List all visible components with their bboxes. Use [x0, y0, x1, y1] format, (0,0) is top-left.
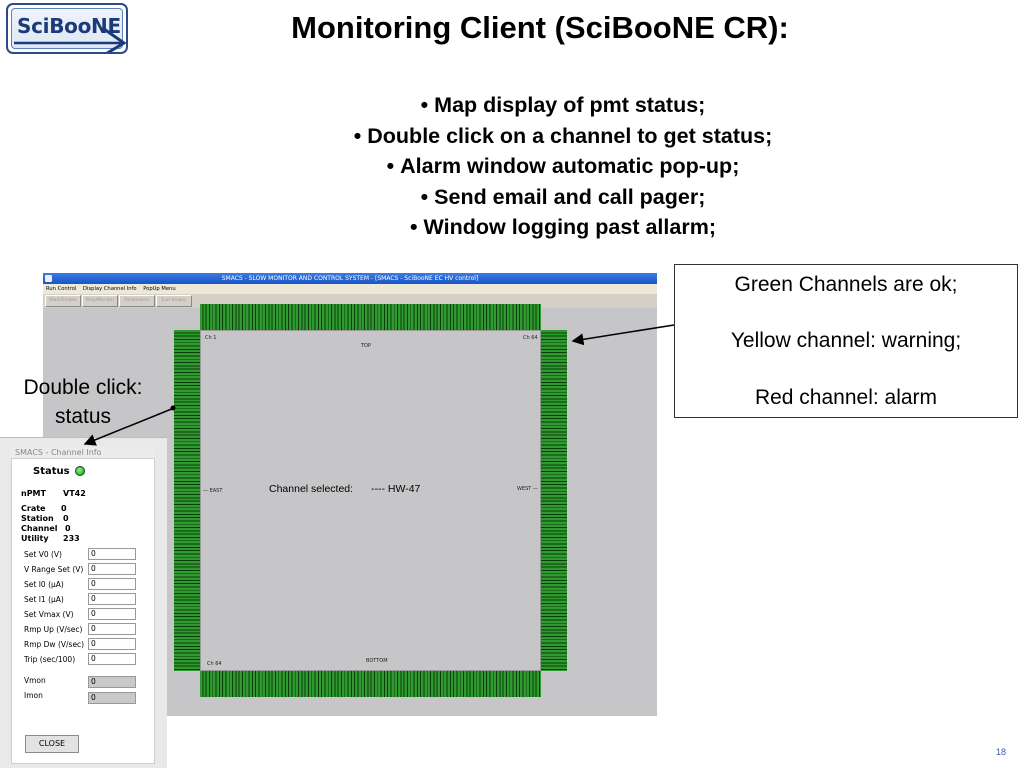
- logo-text: SciBooNE: [17, 14, 121, 38]
- pmt-strip-top[interactable]: [200, 304, 541, 330]
- pmt-strip-west[interactable]: [541, 330, 567, 671]
- bullet-item: Window logging past allarm;: [263, 212, 863, 243]
- smacs-main-window: SMACS - SLOW MONITOR AND CONTROL SYSTEM …: [43, 273, 657, 716]
- channel-selected-value: ---- HW-47: [371, 483, 421, 495]
- bullet-item: Alarm window automatic pop-up;: [263, 151, 863, 182]
- imon-readout: 0: [88, 692, 136, 704]
- npmt-value: VT42: [63, 489, 86, 498]
- bullet-list: Map display of pmt status; Double click …: [263, 90, 863, 243]
- status-label: Status: [33, 466, 70, 477]
- channel-info-titlebar[interactable]: SMACS - Channel Info: [11, 447, 155, 458]
- trip-input[interactable]: 0: [88, 653, 136, 665]
- double-click-callout: Double click: status: [5, 373, 161, 431]
- station-value: 0: [63, 514, 69, 523]
- stop-monitor-button[interactable]: Stop/Monitor: [82, 295, 118, 307]
- utility-label: Utility: [21, 534, 49, 543]
- label-top: TOP: [361, 343, 372, 349]
- parameters-button[interactable]: Parameters: [119, 295, 155, 307]
- label-west: WEST —: [517, 486, 538, 492]
- legend-red: Red channel: alarm: [754, 386, 938, 409]
- menu-display-channel-info[interactable]: Display Channel Info: [83, 286, 137, 292]
- legend-green: Green Channels are ok;: [734, 273, 958, 296]
- app-icon: [45, 275, 52, 282]
- set-v0-input[interactable]: 0: [88, 548, 136, 560]
- channel-selected-label: Channel selected:: [269, 483, 354, 495]
- label-ch64-bottom: Ch 64: [207, 661, 222, 667]
- field-label-rmp-dw: Rmp Dw (V/sec): [24, 640, 85, 649]
- label-ch64-top: Ch 64: [523, 335, 538, 341]
- bullet-item: Double click on a channel to get status;: [263, 121, 863, 152]
- crate-label: Crate: [21, 504, 46, 513]
- set-vmax-input[interactable]: 0: [88, 608, 136, 620]
- status-led-icon: [75, 466, 85, 476]
- field-label-rmp-up: Rmp Up (V/sec): [24, 625, 83, 634]
- double-click-line2: status: [54, 405, 112, 428]
- npmt-label: nPMT: [21, 489, 46, 498]
- field-label-set-i1: Set I1 (µA): [24, 595, 64, 604]
- bullet-item: Map display of pmt status;: [263, 90, 863, 121]
- label-east: — EAST: [203, 488, 223, 494]
- utility-value: 233: [63, 534, 80, 543]
- channel-label: Channel: [21, 524, 58, 533]
- smacs-window-title: SMACS - SLOW MONITOR AND CONTROL SYSTEM …: [221, 275, 479, 282]
- set-i0-input[interactable]: 0: [88, 578, 136, 590]
- double-click-line1: Double click:: [23, 376, 143, 399]
- neutrino-track-icon: [14, 27, 126, 52]
- pmt-map-area[interactable]: Ch 1 Ch 64 TOP — EAST WEST — Ch 64 BOTTO…: [200, 330, 541, 671]
- start-enable-button[interactable]: Start/Enable: [45, 295, 81, 307]
- pmt-strip-east[interactable]: [174, 330, 200, 671]
- rmp-up-input[interactable]: 0: [88, 623, 136, 635]
- field-label-set-v0: Set V0 (V): [24, 550, 62, 559]
- field-label-set-i0: Set I0 (µA): [24, 580, 64, 589]
- menu-popup-menu[interactable]: PopUp Menu: [143, 286, 176, 292]
- legend-yellow: Yellow channel: warning;: [730, 329, 962, 352]
- channel-info-panel: Status nPMT VT42 Crate 0 Station 0 Chann…: [11, 458, 155, 764]
- legend-box: Green Channels are ok; Yellow channel: w…: [674, 264, 1018, 418]
- vmon-label: Vmon: [24, 676, 46, 685]
- smacs-menubar: Run Control Display Channel Info PopUp M…: [43, 284, 657, 294]
- station-label: Station: [21, 514, 54, 523]
- rmp-dw-input[interactable]: 0: [88, 638, 136, 650]
- field-label-set-vmax: Set Vmax (V): [24, 610, 74, 619]
- smacs-titlebar[interactable]: SMACS - SLOW MONITOR AND CONTROL SYSTEM …: [43, 273, 657, 284]
- pmt-strip-bottom[interactable]: [200, 671, 541, 697]
- channel-info-dialog: SMACS - Channel Info Status nPMT VT42 Cr…: [0, 437, 167, 768]
- field-label-trip: Trip (sec/100): [24, 655, 76, 664]
- channel-value: 0: [65, 524, 71, 533]
- imon-label: Imon: [24, 691, 43, 700]
- crate-value: 0: [61, 504, 67, 513]
- slide-title: Monitoring Client (SciBooNE CR):: [291, 10, 789, 45]
- sciboone-logo: SciBooNE: [6, 3, 128, 54]
- bullet-item: Send email and call pager;: [263, 182, 863, 213]
- page-number: 18: [996, 747, 1007, 757]
- close-button[interactable]: CLOSE: [25, 735, 79, 753]
- label-ch1: Ch 1: [205, 335, 217, 341]
- menu-run-control[interactable]: Run Control: [46, 286, 77, 292]
- vmon-readout: 0: [88, 676, 136, 688]
- label-bottom: BOTTOM: [366, 658, 388, 664]
- field-label-v-range-set: V Range Set (V): [24, 565, 84, 574]
- v-range-set-input[interactable]: 0: [88, 563, 136, 575]
- set-i1-input[interactable]: 0: [88, 593, 136, 605]
- exit-smacs-button[interactable]: Exit Smacs: [156, 295, 192, 307]
